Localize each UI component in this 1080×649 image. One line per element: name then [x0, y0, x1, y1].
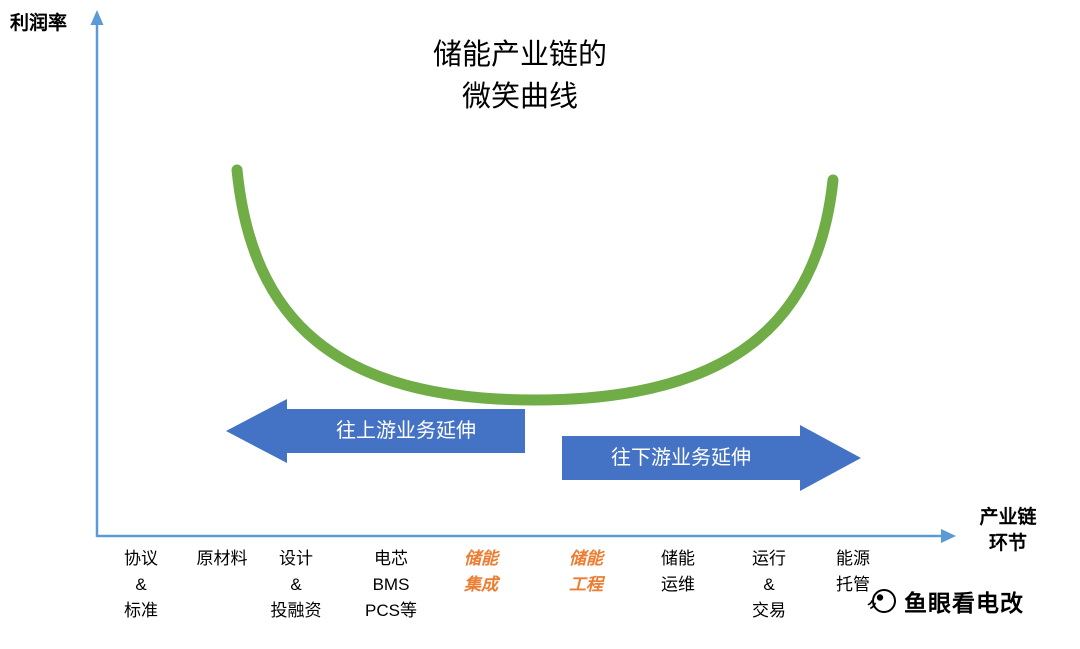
axis-category-cell-bms-pcs: 电芯 BMS PCS等	[365, 549, 417, 620]
chart-title-line2: 微笑曲线	[461, 81, 578, 113]
axis-category-storage-engineering: 储能 工程	[569, 549, 603, 594]
fisheye-logo-icon	[867, 589, 896, 613]
downstream-arrow-label: 往下游业务延伸	[611, 447, 751, 469]
x-axis-label-line1: 产业链	[979, 507, 1037, 528]
y-axis-label: 利润率	[10, 13, 68, 34]
axis-category-design-investment: 设计 & 投融资	[270, 549, 322, 620]
watermark-text: 鱼眼看电改	[904, 590, 1024, 616]
chart-title-line1: 储能产业链的	[432, 39, 607, 71]
axis-category-protocol-standard: 协议 & 标准	[124, 549, 158, 620]
y-axis-arrowhead	[90, 10, 104, 25]
axis-category-raw-material: 原材料	[196, 549, 248, 568]
upstream-block-arrow	[226, 399, 525, 463]
axis-category-energy-hosting: 能源 托管	[836, 549, 870, 594]
x-axis-label-line2: 环节	[988, 533, 1027, 554]
upstream-arrow-label: 往上游业务延伸	[336, 420, 476, 442]
axis-category-operation-trading: 运行 & 交易	[752, 549, 786, 620]
downstream-block-arrow	[562, 425, 861, 491]
axis-category-storage-integration: 储能 集成	[464, 549, 498, 594]
watermark: 鱼眼看电改	[866, 584, 1024, 618]
x-axis-label: 产业链 环节	[958, 505, 1058, 557]
axis-category-storage-om: 储能 运维	[661, 549, 695, 594]
smile-curve	[231, 164, 839, 406]
x-axis-arrowhead	[941, 529, 956, 543]
chart-title: 储能产业链的 微笑曲线	[370, 34, 670, 118]
